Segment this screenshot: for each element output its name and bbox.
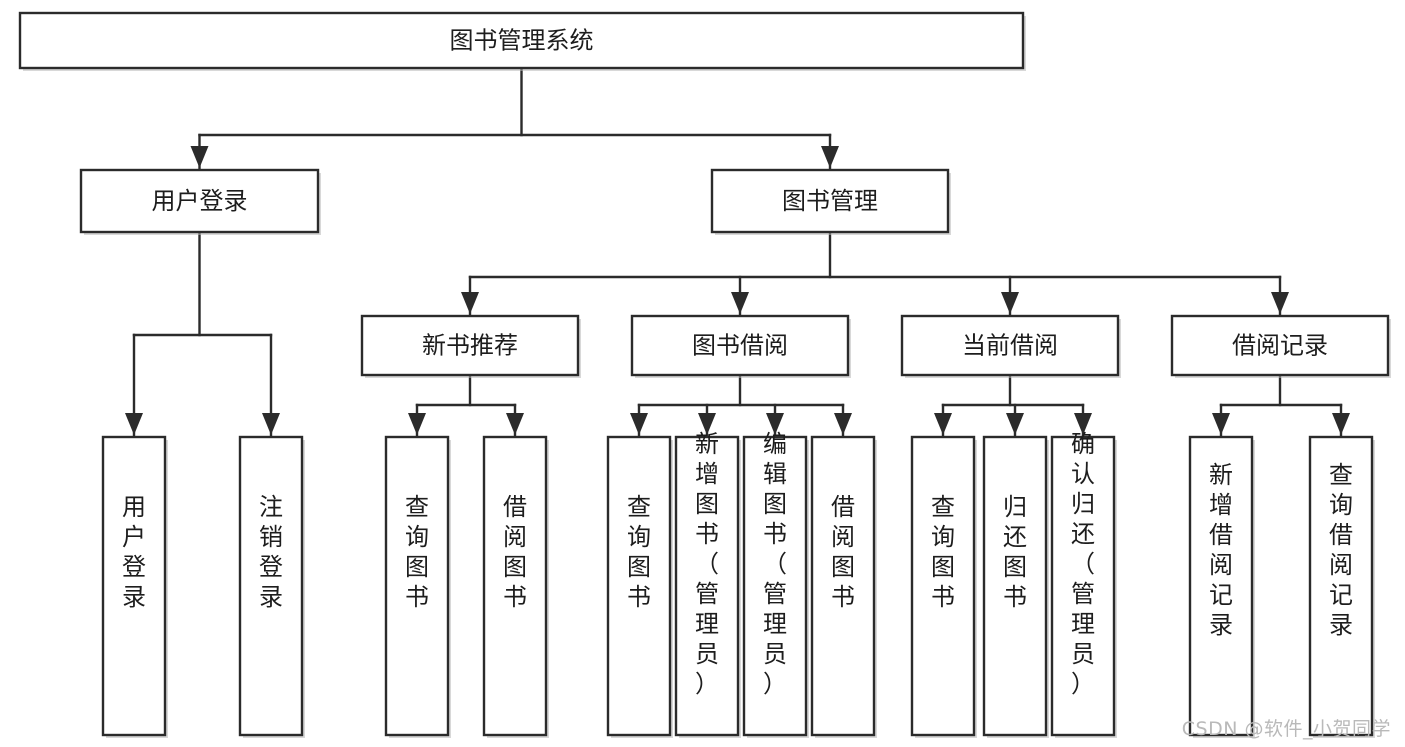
node-label: 新增图书（管理员） [695,430,719,698]
node-leaf-query-book-borrow[interactable]: 查询图书 [606,435,673,738]
node-box[interactable] [18,11,1025,70]
node-label: 借阅记录 [1232,332,1328,360]
node-box[interactable] [1188,435,1254,737]
node-box[interactable] [1170,314,1390,377]
node-box[interactable] [482,435,548,737]
node-label: 新书推荐 [422,332,518,360]
node-layer: 图书管理系统用户登录图书管理新书推荐图书借阅当前借阅借阅记录用户登录注销登录查询… [18,11,1391,738]
node-label: 查询借阅记录 [1329,461,1353,639]
node-label: 新增借阅记录 [1209,461,1233,639]
node-leaf-borrow-book-new[interactable]: 借阅图书 [482,435,549,738]
node-box[interactable] [606,435,672,737]
node-borrow-record[interactable]: 借阅记录 [1170,314,1391,378]
node-label: 图书借阅 [692,332,788,360]
node-leaf-query-book-current[interactable]: 查询图书 [910,435,977,738]
node-label: 借阅图书 [503,493,527,611]
node-label: 查询图书 [931,493,955,611]
node-new-book-recommend[interactable]: 新书推荐 [360,314,581,378]
node-label: 借阅图书 [831,493,855,611]
node-user-login[interactable]: 用户登录 [79,168,321,235]
node-label: 用户登录 [122,493,146,611]
node-box[interactable] [710,168,950,234]
node-box[interactable] [900,314,1120,377]
node-label: 用户登录 [152,187,248,215]
node-book-manage[interactable]: 图书管理 [710,168,951,235]
node-leaf-return-book[interactable]: 归还图书 [982,435,1049,738]
node-leaf-edit-book-admin[interactable]: 编辑图书（管理员） [742,430,809,738]
node-box[interactable] [360,314,580,377]
node-box[interactable] [742,435,808,737]
node-box[interactable] [1308,435,1374,737]
node-label: 编辑图书（管理员） [763,430,787,698]
node-book-borrow[interactable]: 图书借阅 [630,314,851,378]
connector-layer [125,66,1350,437]
node-leaf-confirm-return-admin[interactable]: 确认归还（管理员） [1050,430,1117,738]
node-box[interactable] [79,168,320,234]
node-leaf-user-login[interactable]: 用户登录 [101,435,168,738]
node-label: 归还图书 [1003,493,1027,611]
node-root[interactable]: 图书管理系统 [18,11,1026,71]
node-box[interactable] [674,435,740,737]
node-box[interactable] [1050,435,1116,737]
node-label: 确认归还（管理员） [1071,430,1095,698]
node-leaf-logout[interactable]: 注销登录 [238,435,305,738]
node-leaf-add-borrow-record[interactable]: 新增借阅记录 [1188,435,1255,738]
node-label: 当前借阅 [962,332,1058,360]
watermark-label: CSDN @软件_小贺同学 [1181,718,1391,740]
node-current-borrow[interactable]: 当前借阅 [900,314,1121,378]
node-box[interactable] [630,314,850,377]
node-box[interactable] [101,435,167,737]
node-box[interactable] [982,435,1048,737]
node-leaf-add-book-admin[interactable]: 新增图书（管理员） [674,430,741,738]
node-box[interactable] [810,435,876,737]
node-label: 图书管理 [782,187,878,215]
node-box[interactable] [238,435,304,737]
node-box[interactable] [384,435,450,737]
node-label: 查询图书 [405,493,429,611]
node-label: 查询图书 [627,493,651,611]
node-leaf-query-book-new[interactable]: 查询图书 [384,435,451,738]
node-label: 图书管理系统 [450,27,594,55]
node-leaf-borrow-book[interactable]: 借阅图书 [810,435,877,738]
node-label: 注销登录 [259,493,283,611]
node-leaf-query-borrow-record[interactable]: 查询借阅记录 [1308,435,1375,738]
node-box[interactable] [910,435,976,737]
